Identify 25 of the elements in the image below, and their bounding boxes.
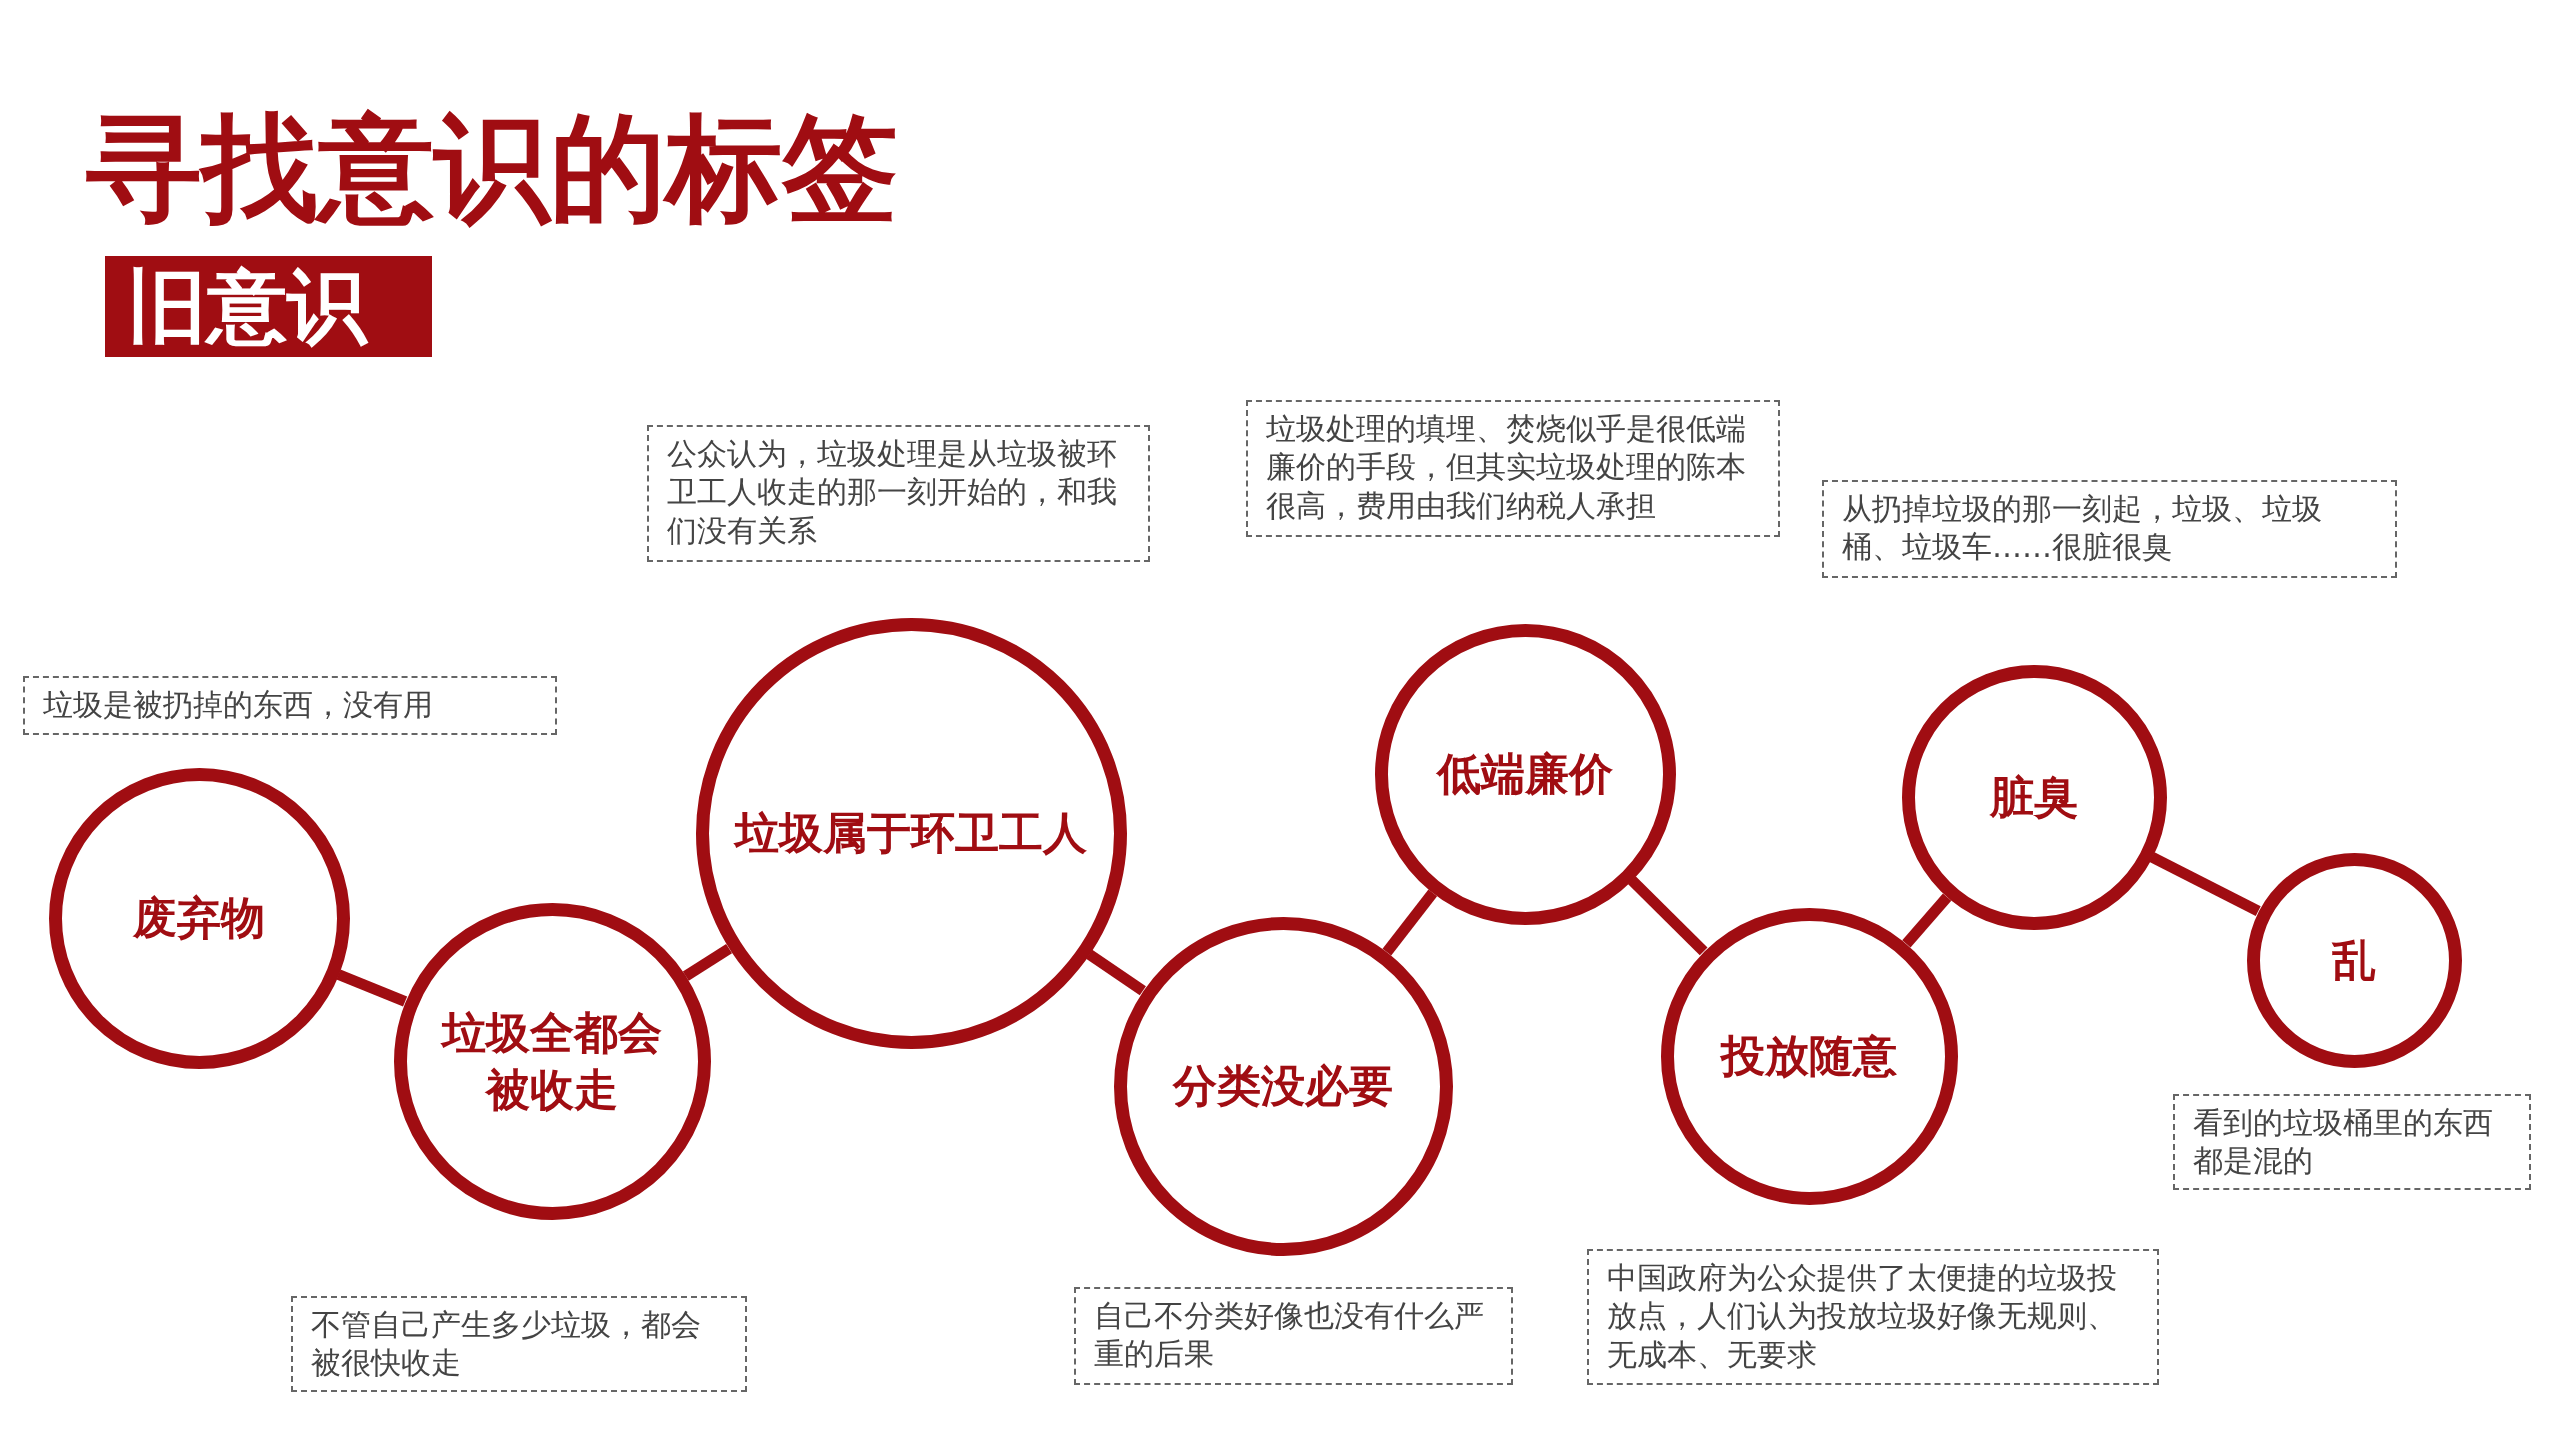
connector-line [1627, 876, 1708, 956]
note-box: 公众认为，垃圾处理是从垃圾被环卫工人收走的那一刻开始的，和我们没有关系 [647, 425, 1150, 562]
subtitle-banner: 旧意识 [105, 256, 432, 357]
connector-line [1382, 889, 1438, 956]
connector-line [1902, 893, 1952, 948]
circle-node: 低端廉价 [1374, 623, 1676, 925]
note-box: 不管自己产生多少垃圾，都会被很快收走 [291, 1296, 747, 1392]
circle-node: 投放随意 [1660, 907, 1958, 1205]
circle-node: 垃圾属于环卫工人 [695, 617, 1127, 1049]
title: 寻找意识的标签 [86, 110, 898, 226]
connector-line [2149, 852, 2261, 917]
note-box: 垃圾是被扔掉的东西，没有用 [23, 676, 557, 735]
note-box: 中国政府为公众提供了太便捷的垃圾投放点，人们认为投放垃圾好像无规则、无成本、无要求 [1587, 1249, 2159, 1385]
connector-line [336, 969, 408, 1007]
circle-node: 脏臭 [1901, 664, 2167, 930]
circle-node: 废弃物 [48, 767, 350, 1069]
note-box: 垃圾处理的填埋、焚烧似乎是很低端廉价的手段，但其实垃圾处理的陈本很高，费用由我们纳税人承担 [1246, 400, 1780, 537]
note-box: 自己不分类好像也没有什么严重的后果 [1074, 1287, 1513, 1385]
note-box: 从扔掉垃圾的那一刻起，垃圾、垃圾桶、垃圾车……很脏很臭 [1822, 480, 2397, 578]
connector-line [682, 943, 733, 981]
circle-node: 垃圾全都会被收走 [393, 902, 711, 1220]
connector-line [1086, 949, 1146, 996]
circle-node: 分类没必要 [1113, 916, 1453, 1256]
note-box: 看到的垃圾桶里的东西都是混的 [2173, 1094, 2531, 1190]
circle-node: 乱 [2246, 852, 2462, 1068]
